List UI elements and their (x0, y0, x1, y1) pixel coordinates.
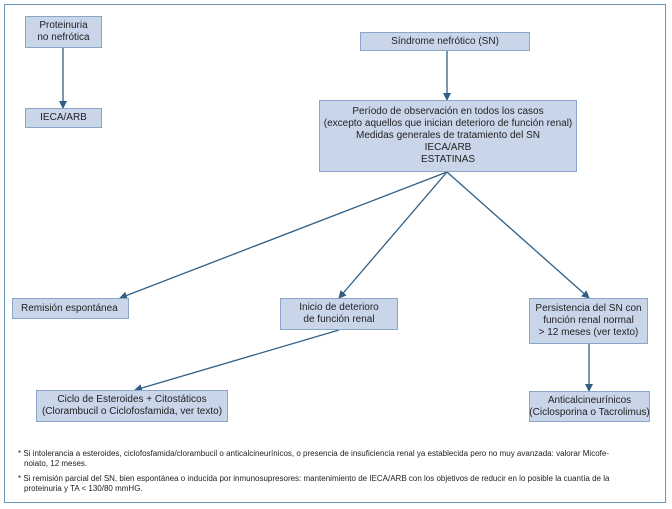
footnote-remision-parcial: * Si remisión parcial del SN, bien espon… (18, 474, 658, 494)
box-line: > 12 meses (ver texto) (538, 327, 639, 338)
box-line: Persistencia del SN con (535, 303, 642, 314)
box-line: Período de observación en todos los caso… (352, 106, 544, 117)
box-line: Inicio de deterioro (299, 302, 379, 313)
box-line: Ciclo de Esteroides + Citostáticos (57, 394, 207, 405)
box-line: Remisión espontánea (21, 302, 118, 314)
box-line: Anticalcineurínicos (547, 394, 632, 406)
box-line: (Clorambucil o Ciclofosfamida, ver texto… (41, 406, 223, 417)
arrow-periodo-to-persistencia (446, 171, 590, 299)
box-line: Síndrome nefrótico (SN) (391, 35, 499, 47)
box-line: IECA/ARB (424, 142, 472, 153)
box-remision-espontanea: Remisión espontánea (12, 298, 129, 319)
box-line: de función renal (303, 314, 375, 325)
footnote-line: * Si remisión parcial del SN, bien espon… (18, 474, 610, 483)
box-line: Medidas generales de tratamiento del SN (356, 130, 540, 141)
arrow-inicio-to-ciclo (134, 329, 340, 392)
box-line: no nefrótica (37, 32, 90, 43)
footnote-line: noiato, 12 meses. (24, 459, 88, 468)
box-anticalcineurinicos: Anticalcineurínicos (Ciclosporina o Tacr… (529, 391, 650, 422)
box-line: ESTATINAS (420, 154, 476, 165)
box-sindrome-nefrotico: Síndrome nefrótico (SN) (360, 32, 530, 51)
box-line: (excepto aquellos que inician deterioro … (323, 118, 573, 129)
box-proteinuria-no-nefrotica: Proteinuria no nefrótica (25, 16, 102, 48)
box-ciclo-esteroides: Ciclo de Esteroides + Citostáticos (Clor… (36, 390, 228, 422)
box-line: Proteinuria (39, 20, 88, 31)
footnote-line: * Si intolerancia a esteroides, ciclofos… (18, 449, 609, 458)
box-periodo-observacion: Período de observación en todos los caso… (319, 100, 577, 172)
footnote-intolerancia: * Si intolerancia a esteroides, ciclofos… (18, 449, 658, 469)
arrow-periodo-to-remision (119, 171, 448, 300)
box-line: función renal normal (543, 315, 634, 326)
footnote-line: proteinuria y TA < 130/80 mmHG. (24, 484, 143, 493)
box-ieca-arb-left: IECA/ARB (25, 108, 102, 128)
box-line: IECA/ARB (40, 112, 87, 123)
box-inicio-deterioro: Inicio de deterioro de función renal (280, 298, 398, 330)
arrow-periodo-to-inicio (338, 171, 448, 299)
box-line: (Ciclosporina o Tacrolimus) (529, 406, 650, 418)
box-persistencia-sn: Persistencia del SN con función renal no… (529, 298, 648, 344)
